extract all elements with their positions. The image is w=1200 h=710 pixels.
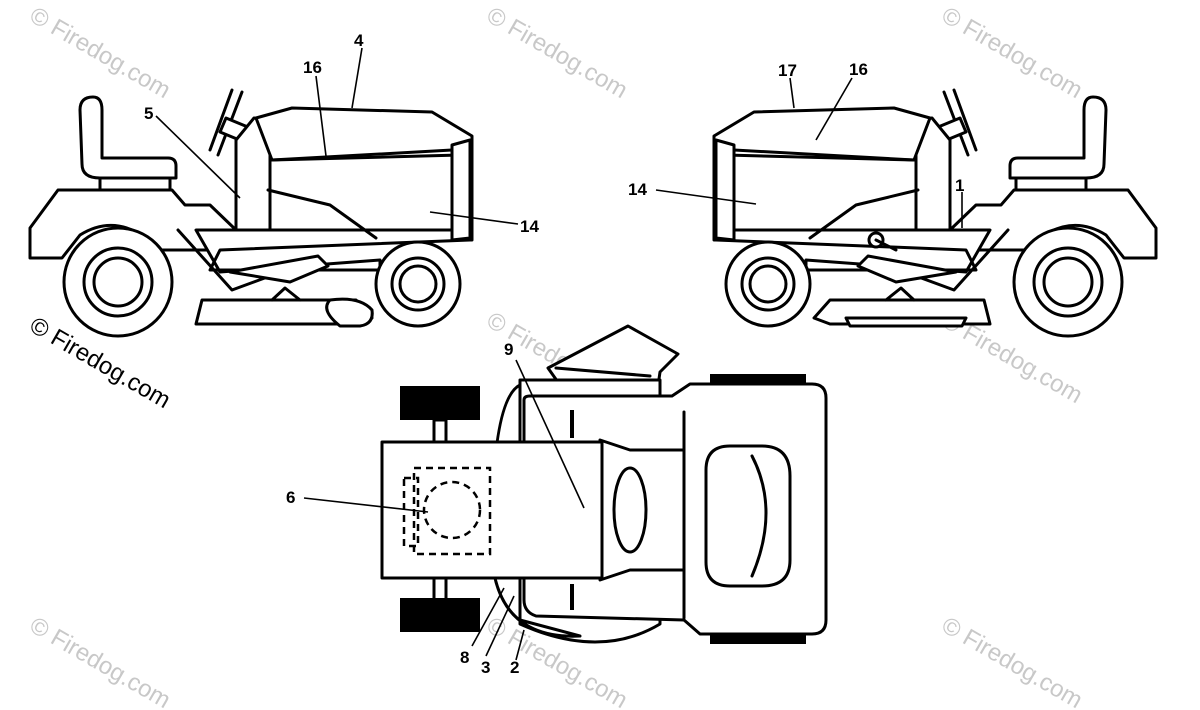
left-view-callouts: 4 16 5 14	[144, 31, 539, 236]
callout-3: 3	[481, 658, 490, 677]
tractor-top-view	[380, 324, 828, 644]
callout-2: 2	[510, 658, 519, 677]
callout-8: 8	[460, 648, 469, 667]
tractor-right-side-view	[712, 88, 1158, 338]
right-view-leaders	[655, 77, 963, 228]
left-view-leaders	[155, 47, 519, 225]
callout-1: 1	[955, 176, 964, 195]
watermark: © Firedog.com	[937, 2, 1087, 104]
callout-5: 5	[144, 104, 153, 123]
callout-16: 16	[849, 60, 868, 79]
tractor-left-side-view	[28, 88, 474, 338]
watermark: © Firedog.com	[25, 2, 175, 104]
callout-16: 16	[303, 58, 322, 77]
callout-6: 6	[286, 488, 295, 507]
top-view-leaders	[303, 359, 585, 661]
top-view-callouts: 9 6 8 3 2	[286, 340, 519, 677]
watermark: © Firedog.com	[482, 2, 632, 104]
callout-4: 4	[354, 31, 364, 50]
callout-9: 9	[504, 340, 513, 359]
right-view-callouts: 17 16 14 1	[628, 60, 964, 199]
watermark: © Firedog.com	[25, 612, 175, 710]
watermark: © Firedog.com	[937, 612, 1087, 710]
callout-17: 17	[778, 61, 797, 80]
callout-14: 14	[520, 217, 539, 236]
callout-14: 14	[628, 180, 647, 199]
